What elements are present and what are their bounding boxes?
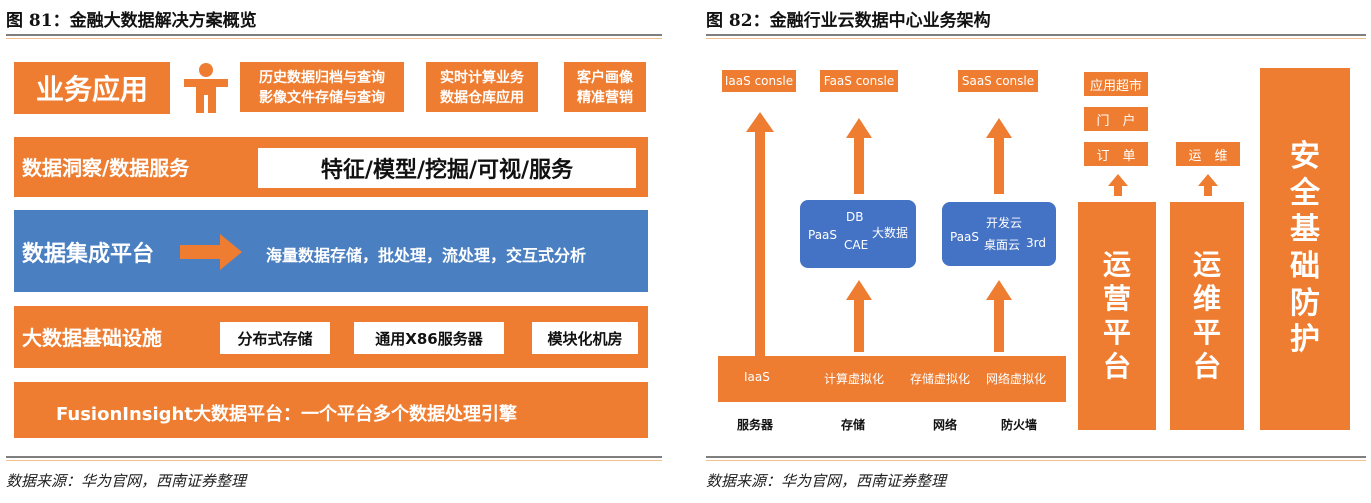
business-box-realtime-line2: 数据仓库应用: [440, 90, 524, 106]
business-box-customer-line1: 客户画像: [577, 70, 633, 86]
fig81-bottom-rule: [6, 456, 662, 458]
fig81-top-rule-accent: [6, 38, 662, 39]
fig82-top-rule: [706, 34, 1366, 36]
ops-platform-char-1: 运: [1102, 247, 1131, 281]
paas-box-db-right: 大数据: [872, 226, 909, 240]
fig81-top-rule: [6, 34, 662, 36]
business-box-archive: 历史数据归档与查询 影像文件存储与查询: [240, 62, 404, 112]
maint-label: 运 维: [1176, 142, 1240, 166]
security-char-1: 安: [1290, 139, 1320, 175]
maint-platform-char-2: 维: [1192, 281, 1221, 315]
data-integration-row: [14, 210, 648, 292]
data-insight-label: 数据洞察/数据服务: [22, 156, 190, 180]
fig82-bottom-rule-accent: [706, 460, 1366, 461]
person-icon: [184, 63, 228, 113]
security-char-3: 基: [1290, 212, 1320, 248]
bottom-label-server: 服务器: [736, 418, 773, 432]
right-arrow-icon: [180, 234, 242, 270]
data-insight-box: 特征/模型/挖掘/可视/服务: [258, 148, 636, 188]
ops-platform-char-4: 台: [1102, 350, 1131, 384]
ops-platform-char-2: 营: [1102, 281, 1131, 315]
bottom-label-network: 网络: [932, 418, 957, 432]
fusioninsight-label: FusionInsight大数据平台：一个平台多个数据处理引擎: [56, 404, 517, 425]
business-app-label: 业务应用: [35, 73, 148, 106]
base-label-storage: 存储虚拟化: [910, 372, 971, 386]
data-integration-text: 海量数据存储，批处理，流处理，交互式分析: [266, 246, 587, 265]
iaas-base-bar: [718, 356, 1066, 402]
security-char-4: 础: [1290, 249, 1320, 284]
business-box-archive-line1: 历史数据归档与查询: [259, 70, 385, 86]
maint-up-arrow: [1198, 174, 1218, 196]
bottom-label-firewall: 防火墙: [1000, 418, 1037, 432]
paas-box-devcloud-tag: PaaS: [950, 230, 980, 244]
paas-box-db-l1: DB: [846, 210, 864, 224]
fig82-top-rule-accent: [706, 38, 1366, 39]
paas1-up-arrow: [846, 280, 872, 352]
maint-platform: 运 维 平 台: [1170, 202, 1244, 430]
fig81-title: 图 81：金融大数据解决方案概览: [6, 11, 257, 31]
maint-platform-char-4: 台: [1192, 350, 1221, 384]
infrastructure-label: 大数据基础设施: [22, 326, 162, 350]
fig82-title: 图 82：金融行业云数据中心业务架构: [706, 11, 991, 31]
business-box-customer: 客户画像 精准营销: [564, 62, 646, 112]
ops-label-portal: 门 户: [1084, 107, 1148, 131]
faas-up-arrow: [846, 118, 872, 194]
paas-box-db-tag: PaaS: [808, 228, 838, 242]
paas-box-db: PaaS DB CAE 大数据: [800, 200, 916, 268]
paas-box-devcloud-l1: 开发云: [986, 216, 1023, 230]
bottom-label-storage: 存储: [840, 418, 865, 432]
ops-platform-char-3: 平: [1102, 316, 1131, 349]
security-char-5: 防: [1290, 285, 1320, 321]
paas-box-devcloud-right: 3rd: [1026, 236, 1046, 250]
paas2-up-arrow: [986, 280, 1012, 352]
ops-label-order: 订 单: [1084, 142, 1148, 166]
security-char-6: 护: [1290, 322, 1320, 358]
infra-box-datacenter: 模块化机房: [532, 322, 638, 354]
business-box-customer-line2: 精准营销: [577, 90, 633, 106]
infra-box-server: 通用X86服务器: [354, 322, 504, 354]
fig81-bottom-rule-accent: [6, 460, 662, 461]
business-box-archive-line2: 影像文件存储与查询: [259, 90, 385, 106]
fig82-bottom-rule: [706, 456, 1366, 458]
infra-box-storage: 分布式存储: [220, 322, 330, 354]
fig82-source: 数据来源：华为官网，西南证券整理: [706, 472, 947, 490]
iaas-up-arrow: [746, 112, 774, 356]
maint-platform-char-1: 运: [1192, 247, 1221, 281]
iaas-console-label: IaaS consle: [722, 70, 796, 92]
base-label-iaas: IaaS: [744, 370, 770, 384]
paas-box-db-l2: CAE: [844, 238, 869, 252]
saas-up-arrow: [986, 118, 1012, 194]
security-column: 安 全 基 础 防 护: [1260, 68, 1350, 430]
security-char-2: 全: [1290, 175, 1320, 211]
ops-up-arrow: [1108, 174, 1128, 196]
data-integration-label: 数据集成平台: [22, 242, 155, 267]
business-app-block: 业务应用: [14, 62, 170, 114]
paas-box-devcloud: PaaS 开发云 桌面云 3rd: [942, 202, 1056, 266]
faas-console-label: FaaS consle: [820, 70, 898, 92]
paas-box-devcloud-l2: 桌面云: [984, 238, 1021, 252]
base-label-compute: 计算虚拟化: [824, 372, 885, 386]
saas-console-label: SaaS consle: [958, 70, 1038, 92]
ops-label-appstore: 应用超市: [1084, 72, 1148, 96]
base-label-network: 网络虚拟化: [986, 372, 1047, 386]
fig81-source: 数据来源：华为官网，西南证券整理: [6, 472, 247, 490]
fusioninsight-row: [14, 382, 648, 438]
ops-platform: 运 营 平 台: [1078, 202, 1156, 430]
maint-platform-char-3: 平: [1192, 316, 1221, 349]
business-box-realtime-line1: 实时计算业务: [440, 70, 524, 86]
business-box-realtime: 实时计算业务 数据仓库应用: [426, 62, 538, 112]
